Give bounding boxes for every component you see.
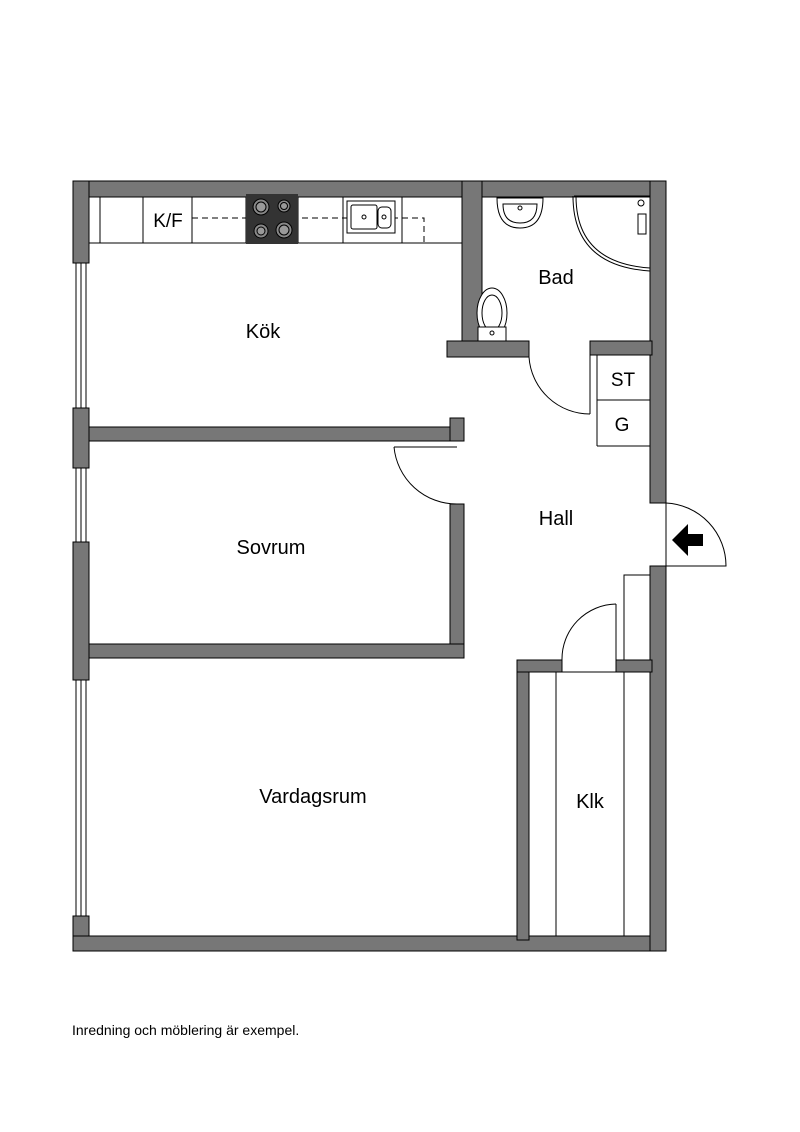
entrance-arrow-icon	[672, 524, 703, 556]
wall-left-mid1	[72, 407, 90, 469]
wall-kitchen-bedroom	[88, 426, 465, 442]
washbasin-icon	[496, 197, 544, 229]
fridge-freezer-label: K/F	[153, 211, 183, 232]
stove-icon	[246, 194, 298, 244]
wall-left-mid2	[72, 541, 90, 681]
room-label-bedroom: Sovrum	[237, 537, 306, 559]
doors	[393, 341, 727, 661]
wall-closet-top-right	[615, 659, 653, 673]
room-label-bath: Bad	[538, 267, 574, 289]
room-label-closet: Klk	[576, 791, 605, 813]
wall-right-lower	[649, 565, 667, 952]
wall-bottom	[72, 935, 667, 952]
shower-icon	[572, 195, 651, 272]
door-swing-icon	[650, 502, 727, 567]
door-swing-icon	[393, 446, 464, 505]
closet-shelving	[529, 671, 650, 936]
wall-top-right	[479, 180, 667, 198]
room-label-living: Vardagsrum	[259, 786, 366, 808]
wall-bath-bottom-left	[446, 340, 530, 358]
storage-label: ST	[611, 370, 636, 391]
walls	[72, 180, 667, 952]
wall-closet-left	[516, 659, 530, 941]
wall-bedroom-right	[449, 503, 465, 659]
wall-bedroom-living	[88, 643, 465, 659]
toilet-icon	[476, 287, 508, 342]
footnote: Inredning och möblering är exempel.	[72, 1022, 300, 1038]
wall-bath-bottom-right	[589, 340, 653, 356]
sink-icon	[346, 200, 396, 234]
wardrobe-label: G	[615, 415, 630, 436]
wall-left-upper	[72, 180, 90, 264]
storage-units	[596, 355, 650, 447]
wall-stub	[449, 417, 465, 442]
room-label-kitchen: Kök	[246, 321, 281, 343]
door-swing-icon	[528, 341, 591, 415]
room-label-hall: Hall	[539, 508, 573, 530]
windows	[75, 262, 87, 917]
wall-closet-top	[516, 659, 563, 673]
door-swing-icon	[561, 603, 617, 661]
